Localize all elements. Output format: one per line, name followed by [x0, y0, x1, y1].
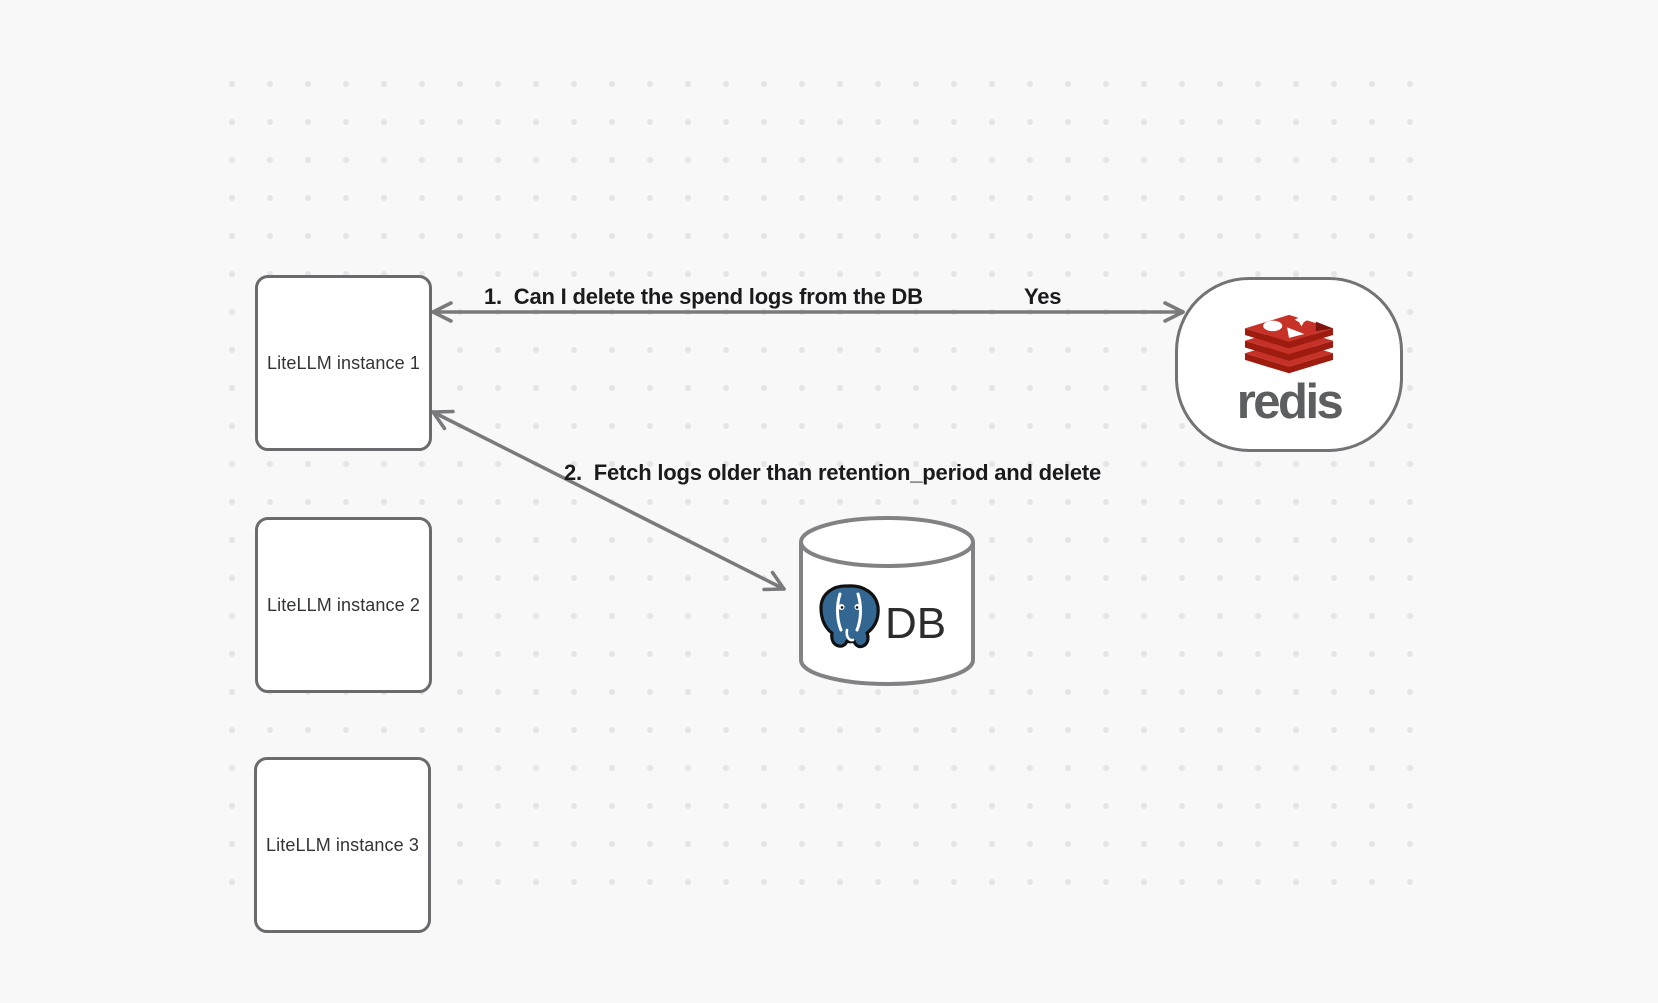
edge-label-can-i-delete: 1. Can I delete the spend logs from the … [484, 284, 923, 309]
edge-label-fetch-logs: 2. Fetch logs older than retention_perio… [564, 460, 1102, 485]
postgresql-elephant-icon [819, 584, 880, 649]
arrow-instance1-db[interactable] [431, 409, 786, 592]
node-database[interactable]: DB [797, 514, 977, 688]
redis-logo-icon [1244, 313, 1334, 374]
node-label: LiteLLM instance 3 [266, 834, 419, 855]
arrow-instance1-redis[interactable] [431, 301, 1185, 323]
node-label: LiteLLM instance 2 [267, 594, 420, 615]
database-label: DB [885, 599, 947, 648]
redis-wordmark: redis [1236, 375, 1344, 429]
node-litellm-instance-3[interactable]: LiteLLM instance 3 [254, 757, 431, 933]
node-litellm-instance-1[interactable]: LiteLLM instance 1 [255, 275, 432, 451]
node-redis[interactable]: redis [1175, 277, 1403, 452]
node-label: LiteLLM instance 1 [267, 352, 420, 373]
edge-label-yes: Yes [1024, 284, 1062, 309]
node-litellm-instance-2[interactable]: LiteLLM instance 2 [255, 517, 432, 693]
database-cylinder-icon [799, 516, 975, 686]
